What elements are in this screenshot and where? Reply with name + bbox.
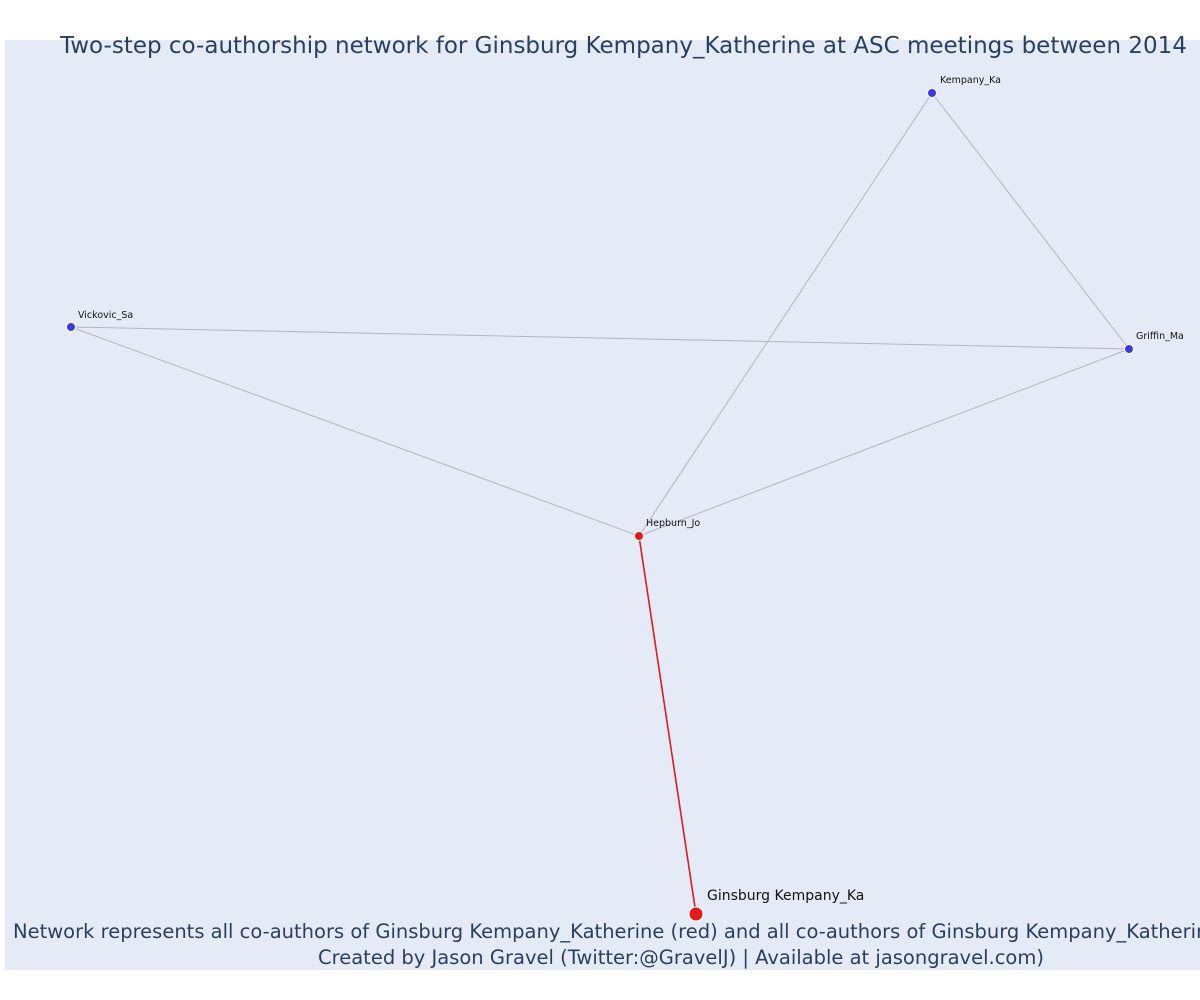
plot-background — [5, 40, 1200, 970]
nodes-layer — [66, 88, 1134, 922]
node-kempany[interactable] — [927, 88, 937, 98]
edge-vickovic-griffin — [70, 326, 1130, 350]
node-vickovic[interactable] — [66, 322, 76, 332]
node-label-kempany: Kempany_Ka — [940, 75, 1001, 86]
node-label-hepburn: Hepburn_Jo — [646, 518, 700, 529]
edge-kempany-griffin — [931, 92, 1130, 350]
node-griffin[interactable] — [1124, 344, 1134, 354]
edge-griffin-hepburn — [638, 348, 1130, 537]
edge-hepburn-ginsburg — [638, 535, 697, 915]
edge-vickovic-hepburn — [70, 326, 640, 537]
caption-line-1: Network represents all co-authors of Gin… — [13, 920, 1200, 943]
node-label-ginsburg: Ginsburg Kempany_Ka — [707, 888, 864, 904]
node-ginsburg[interactable] — [688, 906, 704, 922]
labels-layer: Kempany_KaVickovic_SaGriffin_MaHepburn_J… — [78, 75, 1184, 904]
chart-title: Two-step co-authorship network for Ginsb… — [59, 33, 1187, 59]
edges-layer — [70, 92, 1130, 915]
node-label-vickovic: Vickovic_Sa — [78, 310, 133, 321]
caption-line-2: Created by Jason Gravel (Twitter:@Gravel… — [318, 946, 1044, 969]
node-hepburn[interactable] — [634, 531, 644, 541]
edge-kempany-hepburn — [638, 92, 933, 537]
node-label-griffin: Griffin_Ma — [1136, 331, 1184, 342]
